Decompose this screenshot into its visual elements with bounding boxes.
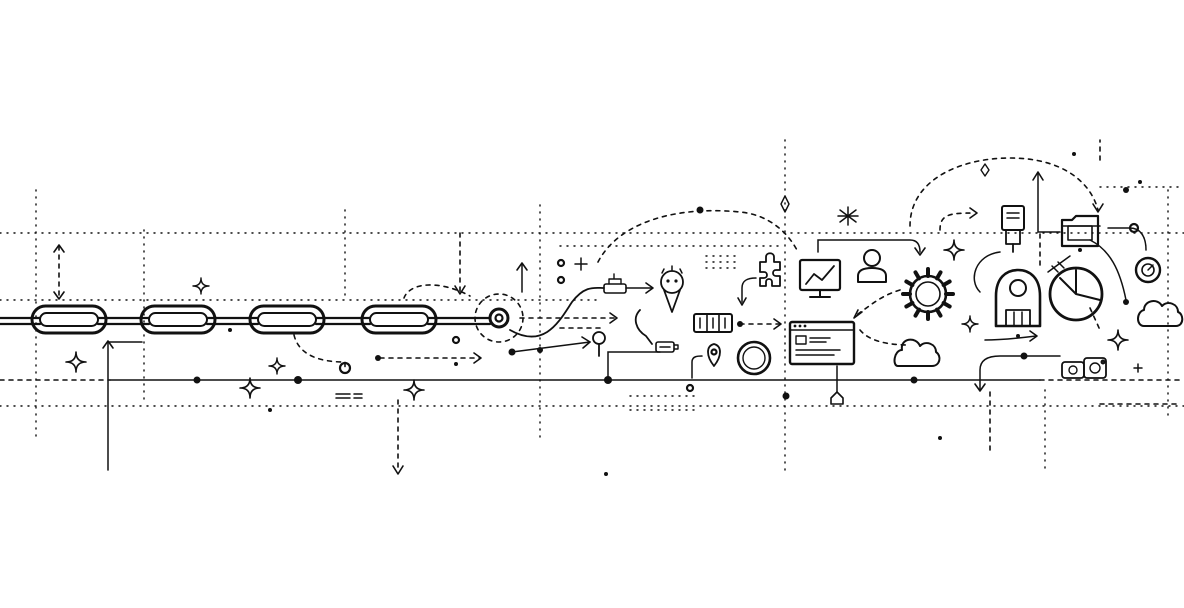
chain-icon xyxy=(0,293,524,343)
cloud-icon xyxy=(893,338,941,367)
location-pin-icon xyxy=(707,343,721,367)
gear-icon xyxy=(901,267,955,321)
cloud-icon xyxy=(1137,300,1184,327)
user-icon xyxy=(857,249,887,283)
monitor-chart-icon xyxy=(798,258,842,298)
pin-icon xyxy=(592,331,606,357)
flow-paths xyxy=(508,139,1181,451)
scatter-dots xyxy=(193,152,1142,476)
folder-icon xyxy=(1060,214,1101,248)
puzzle-piece-icon xyxy=(759,252,781,287)
home-icon xyxy=(830,391,844,405)
dot-patch xyxy=(629,255,737,411)
left-annotations xyxy=(53,232,528,475)
server-rack-icon xyxy=(693,313,733,333)
background-grid xyxy=(0,139,1184,471)
sparkle-icon xyxy=(65,163,1129,401)
ring-icon xyxy=(736,340,772,376)
document-icon xyxy=(1001,205,1025,253)
robot-icon xyxy=(660,265,684,313)
robot-icon xyxy=(994,268,1042,328)
battery-icon xyxy=(634,309,679,353)
camera-icon xyxy=(1061,357,1143,379)
gauge-icon xyxy=(1134,256,1162,284)
pie-chart-icon xyxy=(1048,266,1104,322)
network-node-icon xyxy=(603,273,654,294)
browser-window-icon xyxy=(788,320,856,366)
